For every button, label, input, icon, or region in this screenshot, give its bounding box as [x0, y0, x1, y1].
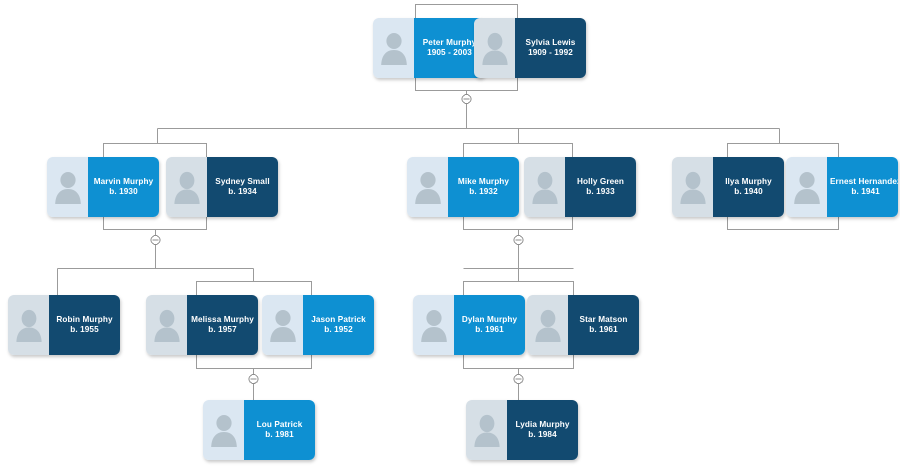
person-name: Lou Patrick	[256, 420, 303, 429]
person-dates: b. 1933	[586, 187, 615, 196]
person-photo-sydney	[166, 157, 207, 217]
person-name: Sydney Small	[215, 177, 270, 186]
person-name: Sylvia Lewis	[525, 38, 576, 47]
person-photo-robin	[8, 295, 49, 355]
person-dates: 1909 - 1992	[528, 48, 573, 57]
person-dates: b. 1955	[70, 325, 99, 334]
person-name: Dylan Murphy	[461, 315, 518, 324]
person-name: Holly Green	[576, 177, 625, 186]
person-dates: 1905 - 2003	[427, 48, 472, 57]
person-name: Star Matson	[579, 315, 628, 324]
person-dates: b. 1961	[475, 325, 504, 334]
person-dates: b. 1932	[469, 187, 498, 196]
person-name: Marvin Murphy	[93, 177, 154, 186]
person-name: Melissa Murphy	[191, 315, 254, 324]
person-name: Ernest Hernandez	[830, 177, 898, 186]
person-dates: b. 1940	[734, 187, 763, 196]
person-photo-lydia	[466, 400, 507, 460]
person-photo-ilya	[672, 157, 713, 217]
person-photo-ernest	[786, 157, 827, 217]
person-photo-sylvia	[474, 18, 515, 78]
person-photo-melissa	[146, 295, 187, 355]
person-name: Robin Murphy	[56, 315, 113, 324]
person-name: Jason Patrick	[311, 315, 366, 324]
person-dates: b. 1934	[228, 187, 257, 196]
person-photo-marvin	[47, 157, 88, 217]
person-photo-jason	[262, 295, 303, 355]
person-dates: b. 1981	[265, 430, 294, 439]
person-name: Peter Murphy	[422, 38, 477, 47]
person-photo-peter	[373, 18, 414, 78]
person-photo-lou	[203, 400, 244, 460]
person-name: Mike Murphy	[457, 177, 510, 186]
person-dates: b. 1941	[851, 187, 880, 196]
person-photo-holly	[524, 157, 565, 217]
person-dates: b. 1984	[528, 430, 557, 439]
person-photo-dylan	[413, 295, 454, 355]
person-dates: b. 1961	[589, 325, 618, 334]
person-dates: b. 1952	[324, 325, 353, 334]
person-photo-star	[527, 295, 568, 355]
person-dates: b. 1957	[208, 325, 237, 334]
person-name: Ilya Murphy	[725, 177, 772, 186]
person-photo-mike	[407, 157, 448, 217]
person-dates: b. 1930	[109, 187, 138, 196]
person-name: Lydia Murphy	[515, 420, 570, 429]
